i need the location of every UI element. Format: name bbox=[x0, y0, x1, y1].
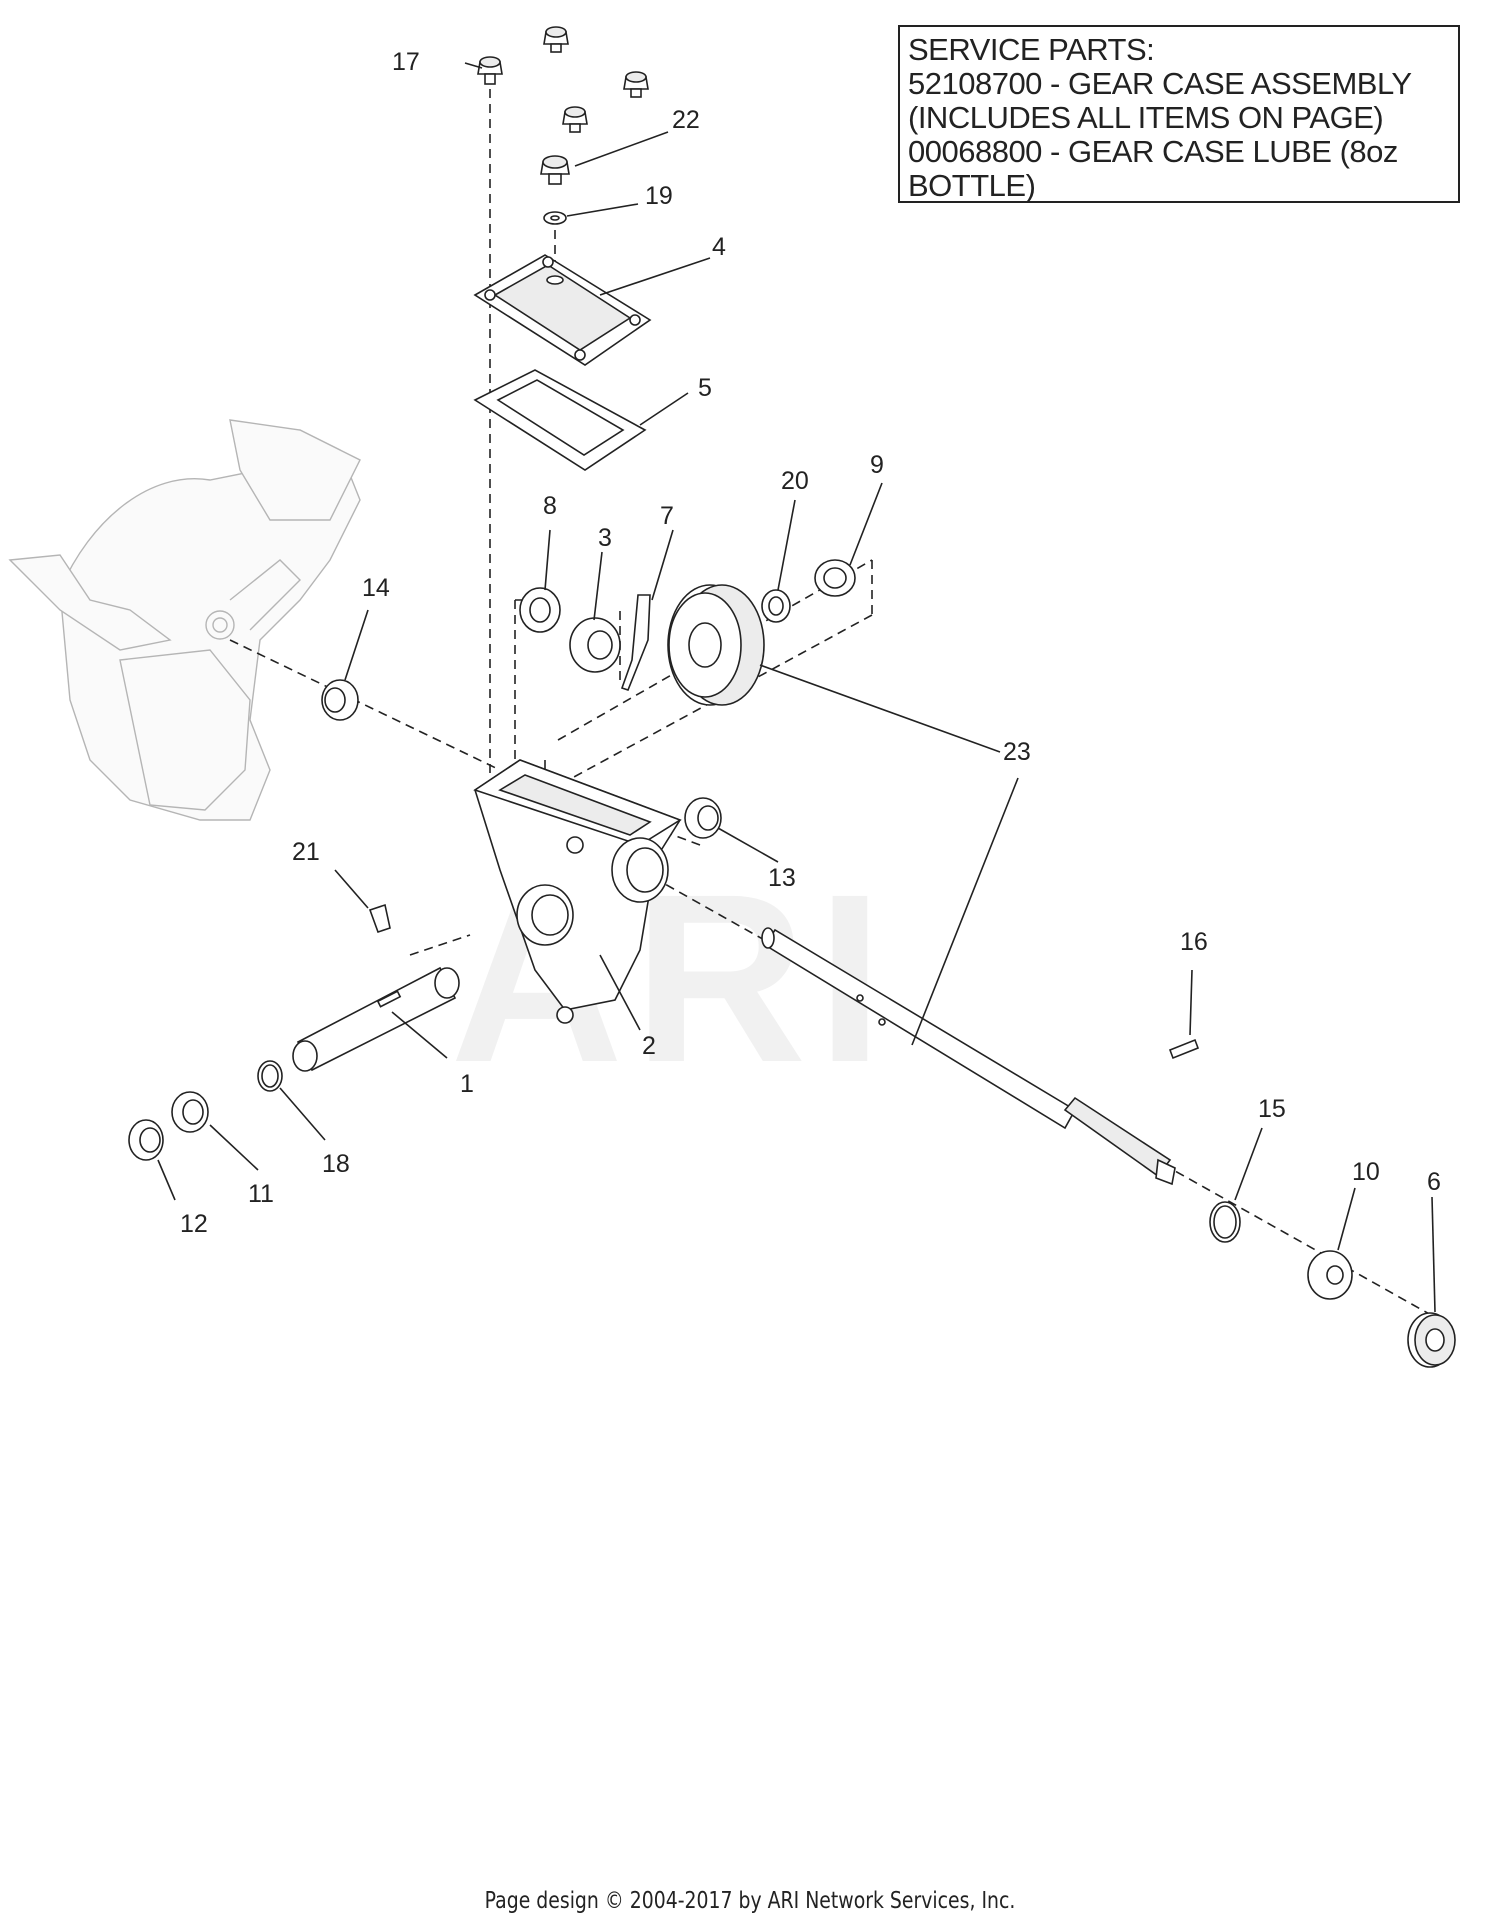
clip-7 bbox=[620, 594, 651, 691]
page-footer: Page design © 2004-2017 by ARI Network S… bbox=[484, 1888, 1016, 1914]
service-parts-box: SERVICE PARTS: 52108700 - GEAR CASE ASSE… bbox=[898, 25, 1460, 203]
callout-9: 9 bbox=[870, 451, 884, 479]
callout-11: 11 bbox=[248, 1180, 274, 1208]
gear-case-cover-4 bbox=[473, 254, 652, 366]
callout-22: 22 bbox=[672, 106, 700, 134]
service-line: SERVICE PARTS: bbox=[908, 32, 1155, 67]
callout-labels: 17 22 19 4 5 8 3 7 20 9 23 14 13 21 2 1 … bbox=[180, 48, 1441, 1238]
callout-23: 23 bbox=[1003, 738, 1031, 766]
callout-14: 14 bbox=[362, 574, 390, 602]
callout-5: 5 bbox=[698, 374, 712, 402]
washer-11 bbox=[171, 1091, 209, 1133]
bearing-9 bbox=[814, 559, 856, 597]
callout-6: 6 bbox=[1427, 1168, 1441, 1196]
callout-8: 8 bbox=[543, 492, 557, 520]
ring-18 bbox=[257, 1060, 283, 1092]
washer-12 bbox=[128, 1119, 164, 1161]
seal-14 bbox=[321, 679, 359, 721]
callout-21: 21 bbox=[292, 838, 320, 866]
worm-gear-23 bbox=[667, 584, 765, 706]
callout-13: 13 bbox=[768, 864, 796, 892]
gasket-5 bbox=[473, 369, 647, 471]
callout-3: 3 bbox=[598, 524, 612, 552]
key-21 bbox=[368, 903, 391, 934]
sleeve-1 bbox=[292, 966, 460, 1072]
bolts-17-22 bbox=[477, 26, 649, 225]
callout-1: 1 bbox=[460, 1070, 474, 1098]
callout-19: 19 bbox=[645, 182, 673, 210]
service-line: 52108700 - GEAR CASE ASSEMBLY bbox=[908, 66, 1412, 101]
bushing-3 bbox=[569, 617, 621, 673]
service-line: BOTTLE) bbox=[908, 168, 1036, 203]
callout-16: 16 bbox=[1180, 928, 1208, 956]
gear-case-housing-2 bbox=[473, 759, 682, 1024]
callout-17: 17 bbox=[392, 48, 420, 76]
bearing-10 bbox=[1307, 1250, 1353, 1300]
auger-housing-faded bbox=[8, 419, 361, 821]
callout-10: 10 bbox=[1352, 1158, 1380, 1186]
callout-18: 18 bbox=[322, 1150, 350, 1178]
callout-12: 12 bbox=[180, 1210, 208, 1238]
washer-20 bbox=[761, 589, 791, 623]
pin-16 bbox=[1168, 1038, 1200, 1060]
service-line: (INCLUDES ALL ITEMS ON PAGE) bbox=[908, 100, 1384, 135]
callout-7: 7 bbox=[660, 502, 674, 530]
callout-15: 15 bbox=[1258, 1095, 1286, 1123]
snap-ring-15 bbox=[1209, 1201, 1241, 1243]
service-line: 00068800 - GEAR CASE LUBE (8oz bbox=[908, 134, 1398, 169]
assembly-lines bbox=[229, 74, 1441, 1321]
worm-shaft bbox=[761, 927, 1176, 1186]
callout-4: 4 bbox=[712, 233, 726, 261]
leader-lines bbox=[157, 62, 1436, 1313]
callout-2: 2 bbox=[642, 1032, 656, 1060]
pulley-6 bbox=[1407, 1312, 1456, 1368]
callout-20: 20 bbox=[781, 467, 809, 495]
seal-13 bbox=[684, 797, 722, 839]
bearing-8 bbox=[519, 587, 561, 633]
